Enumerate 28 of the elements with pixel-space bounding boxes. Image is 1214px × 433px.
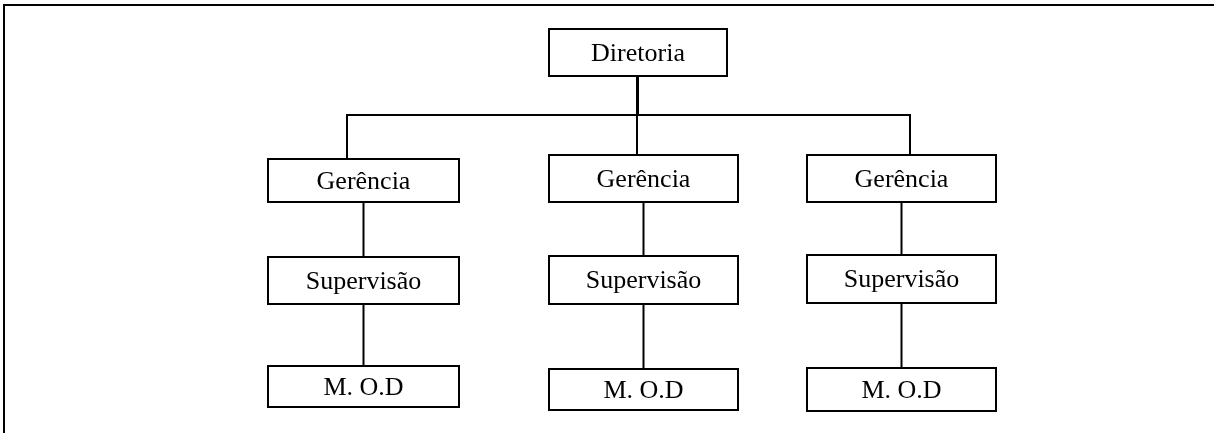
org-box [267, 158, 460, 203]
org-box [548, 154, 739, 203]
box-label: Gerência [316, 165, 411, 196]
connector-line [642, 304, 645, 369]
connector-line [900, 303, 903, 368]
connector-line [362, 202, 365, 257]
box-label: Gerência [596, 163, 691, 194]
org-box [806, 367, 997, 412]
org-box [548, 368, 739, 411]
box-label: M. O.D [603, 374, 684, 405]
box-label: Supervisão [843, 264, 960, 294]
org-box [806, 254, 997, 304]
box-label: M. O.D [323, 371, 404, 402]
org-box [267, 365, 460, 408]
org-box [806, 154, 997, 203]
connector-line [362, 304, 365, 366]
box-label: M. O.D [861, 374, 942, 405]
org-box [548, 28, 728, 77]
box-label: Diretoria [591, 37, 685, 68]
connector-line [642, 202, 645, 256]
connector-line [637, 76, 911, 155]
org-box [267, 256, 460, 305]
org-box [548, 255, 739, 305]
box-label: Supervisão [305, 265, 422, 296]
connector-line [636, 76, 638, 155]
connector-line [900, 202, 903, 255]
box-label: Gerência [854, 163, 949, 194]
box-label: Supervisão [585, 265, 702, 295]
